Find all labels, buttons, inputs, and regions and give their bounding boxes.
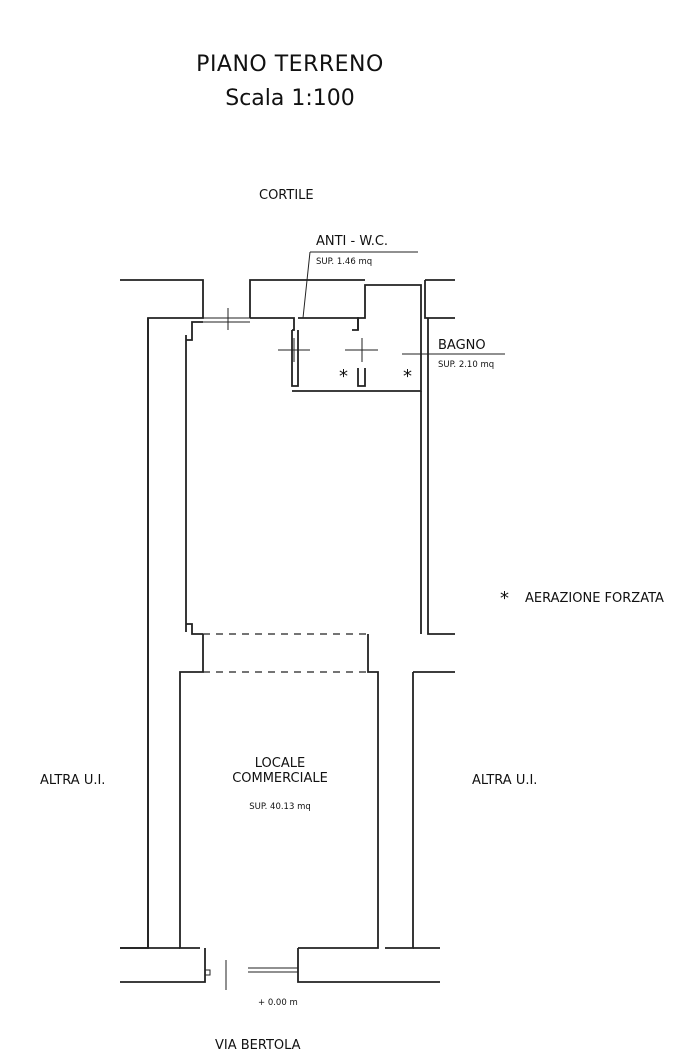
courtyard-wall-left [120,279,204,949]
street-front-left [120,948,206,983]
passage-left [179,634,204,949]
anti-wc-leader [302,251,418,319]
label-anti-wc-area: SUP. 1.46 mq [316,257,373,267]
plan-title: PIANO TERRENO [196,52,384,77]
label-bagno: BAGNO [438,338,486,353]
bagno-outer-wall [424,280,455,319]
upper-room-bottom-left [186,623,203,635]
courtyard-window [203,308,250,330]
street-front-right [297,948,440,983]
entrance-door [204,960,298,990]
bagno-door [345,338,378,362]
partition-anti-bagno [292,284,422,392]
label-neighbor-left: ALTRA U.I. [40,773,106,788]
aerazione-symbol-bagno: * [403,366,412,387]
anti-wc-door [278,338,310,362]
anti-wc-wall-left [291,330,299,387]
courtyard-wall-mid [249,279,365,318]
aerazione-symbol-anti: * [339,366,348,387]
label-shop-line1: LOCALE [254,756,306,771]
upper-room-top [250,317,295,331]
label-shop-area: SUP. 40.13 mq [249,802,311,812]
label-street: VIA BERTOLA [215,1038,301,1053]
label-courtyard: CORTILE [259,188,314,203]
passage-right [298,634,379,949]
upper-room-left [186,321,203,341]
label-neighbor-right: ALTRA U.I. [472,773,538,788]
anti-wc-wall-top [298,317,359,331]
plan-scale: Scala 1:100 [225,86,355,111]
right-party-wall [385,672,414,949]
label-shop-line2: COMMERCIALE [232,771,328,786]
label-elevation: + 0.00 m [258,998,298,1008]
label-bagno-area: SUP. 2.10 mq [438,360,495,370]
label-anti-wc: ANTI - W.C. [316,234,389,249]
partition-stub [357,368,366,387]
legend-symbol: * [500,588,509,609]
legend-text: AERAZIONE FORZATA [525,591,664,606]
bagno-right-wall [427,318,455,635]
